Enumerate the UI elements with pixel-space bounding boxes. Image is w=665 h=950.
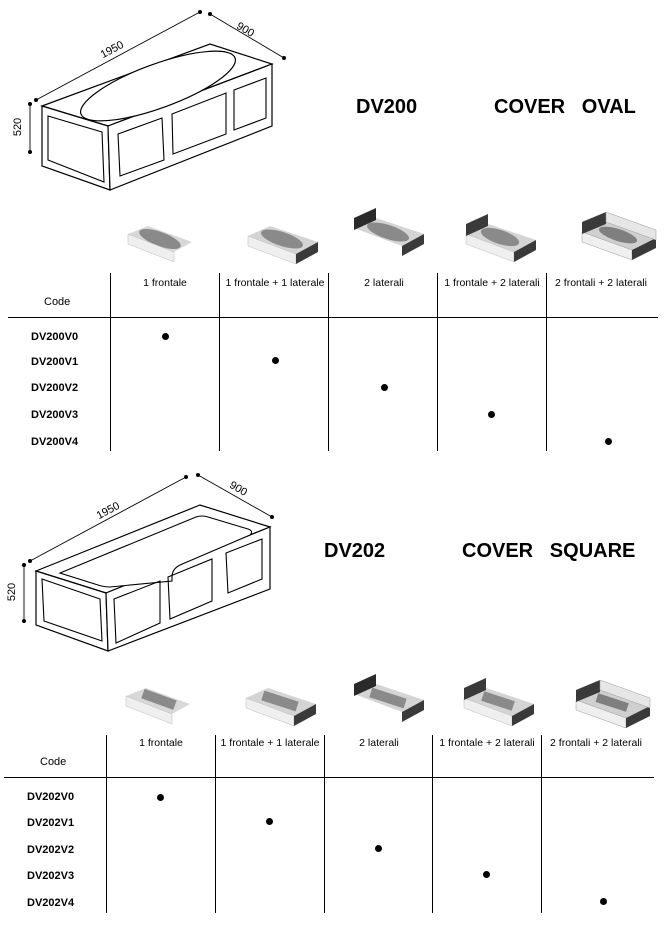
bathtub-front-side-panel-icon — [245, 688, 316, 727]
availability-dot — [157, 794, 164, 801]
table-divider — [8, 317, 658, 318]
column-header: 1 frontale — [143, 277, 187, 289]
availability-dot — [605, 438, 612, 445]
column-header: 1 frontale + 1 laterale — [225, 277, 325, 289]
product-code: DV200V2 — [31, 382, 79, 394]
product-code: DV200V4 — [31, 436, 79, 448]
bathtub-square-drawing — [22, 473, 274, 652]
availability-dot — [483, 871, 490, 878]
product-code: DV200V0 — [31, 331, 79, 343]
product-code: DV202V3 — [27, 870, 75, 882]
column-divider — [546, 273, 547, 451]
column-divider — [110, 273, 111, 451]
column-header: 2 frontali + 2 laterali — [555, 277, 647, 289]
product-code: DV202V0 — [27, 791, 75, 803]
bathtub-1-front-panel-icon — [127, 226, 192, 263]
bathtub-4-panels-icon — [581, 211, 657, 261]
product-code: DV202V2 — [27, 844, 75, 856]
availability-dot — [488, 411, 495, 418]
product-code: DV200V1 — [31, 356, 79, 368]
column-header: 2 frontali + 2 laterali — [550, 737, 642, 749]
dimension-height: 520 — [6, 582, 19, 602]
availability-dot — [375, 845, 382, 852]
column-divider — [328, 273, 329, 451]
bathtub-front-2-side-panels-icon — [463, 678, 534, 727]
bathtub-2-side-panels-icon — [354, 674, 424, 722]
column-divider — [215, 735, 216, 913]
column-divider — [106, 735, 107, 913]
product-code: DV202V1 — [27, 817, 75, 829]
product-code: DV202V4 — [27, 897, 75, 909]
availability-dot — [162, 333, 169, 340]
bathtub-2-side-panels-icon — [354, 208, 424, 256]
column-divider — [437, 273, 438, 451]
column-divider — [541, 735, 542, 913]
availability-dot — [266, 818, 273, 825]
column-divider — [324, 735, 325, 913]
cover-type: COVER SQUARE — [462, 540, 636, 562]
column-header: 1 frontale + 2 laterali — [439, 737, 535, 749]
table-divider — [4, 777, 654, 778]
availability-dot — [381, 384, 388, 391]
column-header: 1 frontale + 2 laterali — [444, 277, 540, 289]
bathtub-1-front-panel-icon — [125, 688, 190, 725]
column-header: 2 laterali — [359, 737, 399, 749]
bathtub-oval-drawing — [28, 10, 286, 191]
model-code: DV202 — [324, 540, 386, 562]
code-header: Code — [40, 756, 67, 768]
cover-type: COVER OVAL — [494, 96, 636, 118]
column-header: 1 frontale — [139, 737, 183, 749]
availability-dot — [600, 898, 607, 905]
availability-dot — [272, 357, 279, 364]
column-divider — [219, 273, 220, 451]
bathtub-front-2-side-panels-icon — [465, 214, 536, 263]
model-code: DV200 — [356, 96, 418, 118]
column-header: 2 laterali — [364, 277, 404, 289]
bathtub-front-side-panel-icon — [247, 226, 318, 265]
column-header: 1 frontale + 1 laterale — [220, 737, 320, 749]
bathtub-4-panels-icon — [575, 679, 651, 729]
code-header: Code — [44, 296, 71, 308]
column-divider — [432, 735, 433, 913]
dimension-height: 520 — [12, 117, 25, 137]
product-code: DV200V3 — [31, 409, 79, 421]
